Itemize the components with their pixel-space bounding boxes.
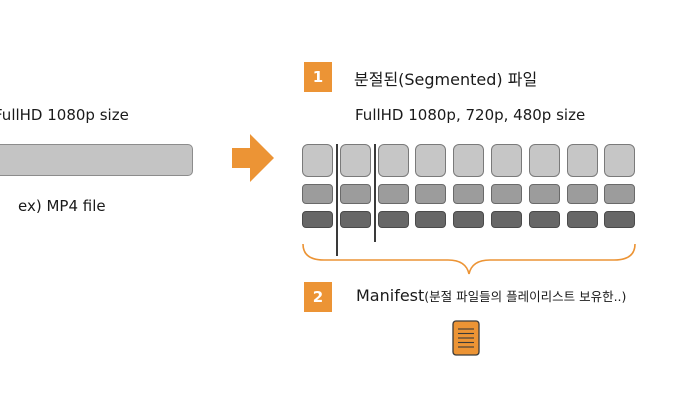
segment-r2-c3	[377, 184, 409, 204]
segment-r3-c3	[377, 211, 409, 228]
curly-brace-icon	[302, 242, 636, 280]
segment-divider-2	[374, 144, 376, 242]
manifest-title: Manifest	[356, 286, 425, 305]
document-icon	[452, 320, 480, 360]
segment-r1-c5	[453, 144, 485, 177]
source-file-bar	[0, 144, 193, 176]
segment-r2-c5	[453, 184, 485, 204]
source-example-label: ex) MP4 file	[18, 197, 106, 215]
segment-r2-c2	[339, 184, 371, 204]
manifest-label: Manifest(분절 파일들의 플레이리스트 보유한..)	[356, 286, 626, 305]
right-arrow-icon	[232, 134, 274, 186]
segment-r1-c6	[491, 144, 522, 177]
segment-r3-c4	[415, 211, 447, 228]
segment-r3-c5	[453, 211, 485, 228]
segment-r3-c1	[302, 211, 333, 228]
segment-r1-c8	[566, 144, 598, 177]
manifest-description: (분절 파일들의 플레이리스트 보유한..)	[424, 289, 627, 304]
segment-r1-c1	[302, 144, 333, 177]
segmented-title: 분절된(Segmented) 파일	[354, 70, 538, 89]
step-1-badge: 1	[304, 62, 332, 92]
segment-r2-c8	[566, 184, 598, 204]
segment-grid	[302, 144, 642, 256]
segment-r2-c1	[302, 184, 333, 204]
segment-divider-1	[336, 144, 338, 256]
segment-r1-c9	[604, 144, 636, 177]
segment-r1-c4	[415, 144, 447, 177]
source-size-label: FullHD 1080p size	[0, 106, 129, 124]
segment-r3-c6	[491, 211, 522, 228]
segment-r1-c2	[339, 144, 371, 177]
segment-r3-c7	[528, 211, 560, 228]
segment-r3-c8	[566, 211, 598, 228]
segment-r3-c2	[339, 211, 371, 228]
segment-r2-c7	[528, 184, 560, 204]
segment-r3-c9	[604, 211, 636, 228]
segmented-sizes-label: FullHD 1080p, 720p, 480p size	[355, 106, 586, 124]
segment-r2-c9	[604, 184, 636, 204]
segment-r2-c6	[491, 184, 522, 204]
segment-r1-c3	[377, 144, 409, 177]
step-2-badge: 2	[304, 282, 332, 312]
segment-r1-c7	[528, 144, 560, 177]
segment-r2-c4	[415, 184, 447, 204]
